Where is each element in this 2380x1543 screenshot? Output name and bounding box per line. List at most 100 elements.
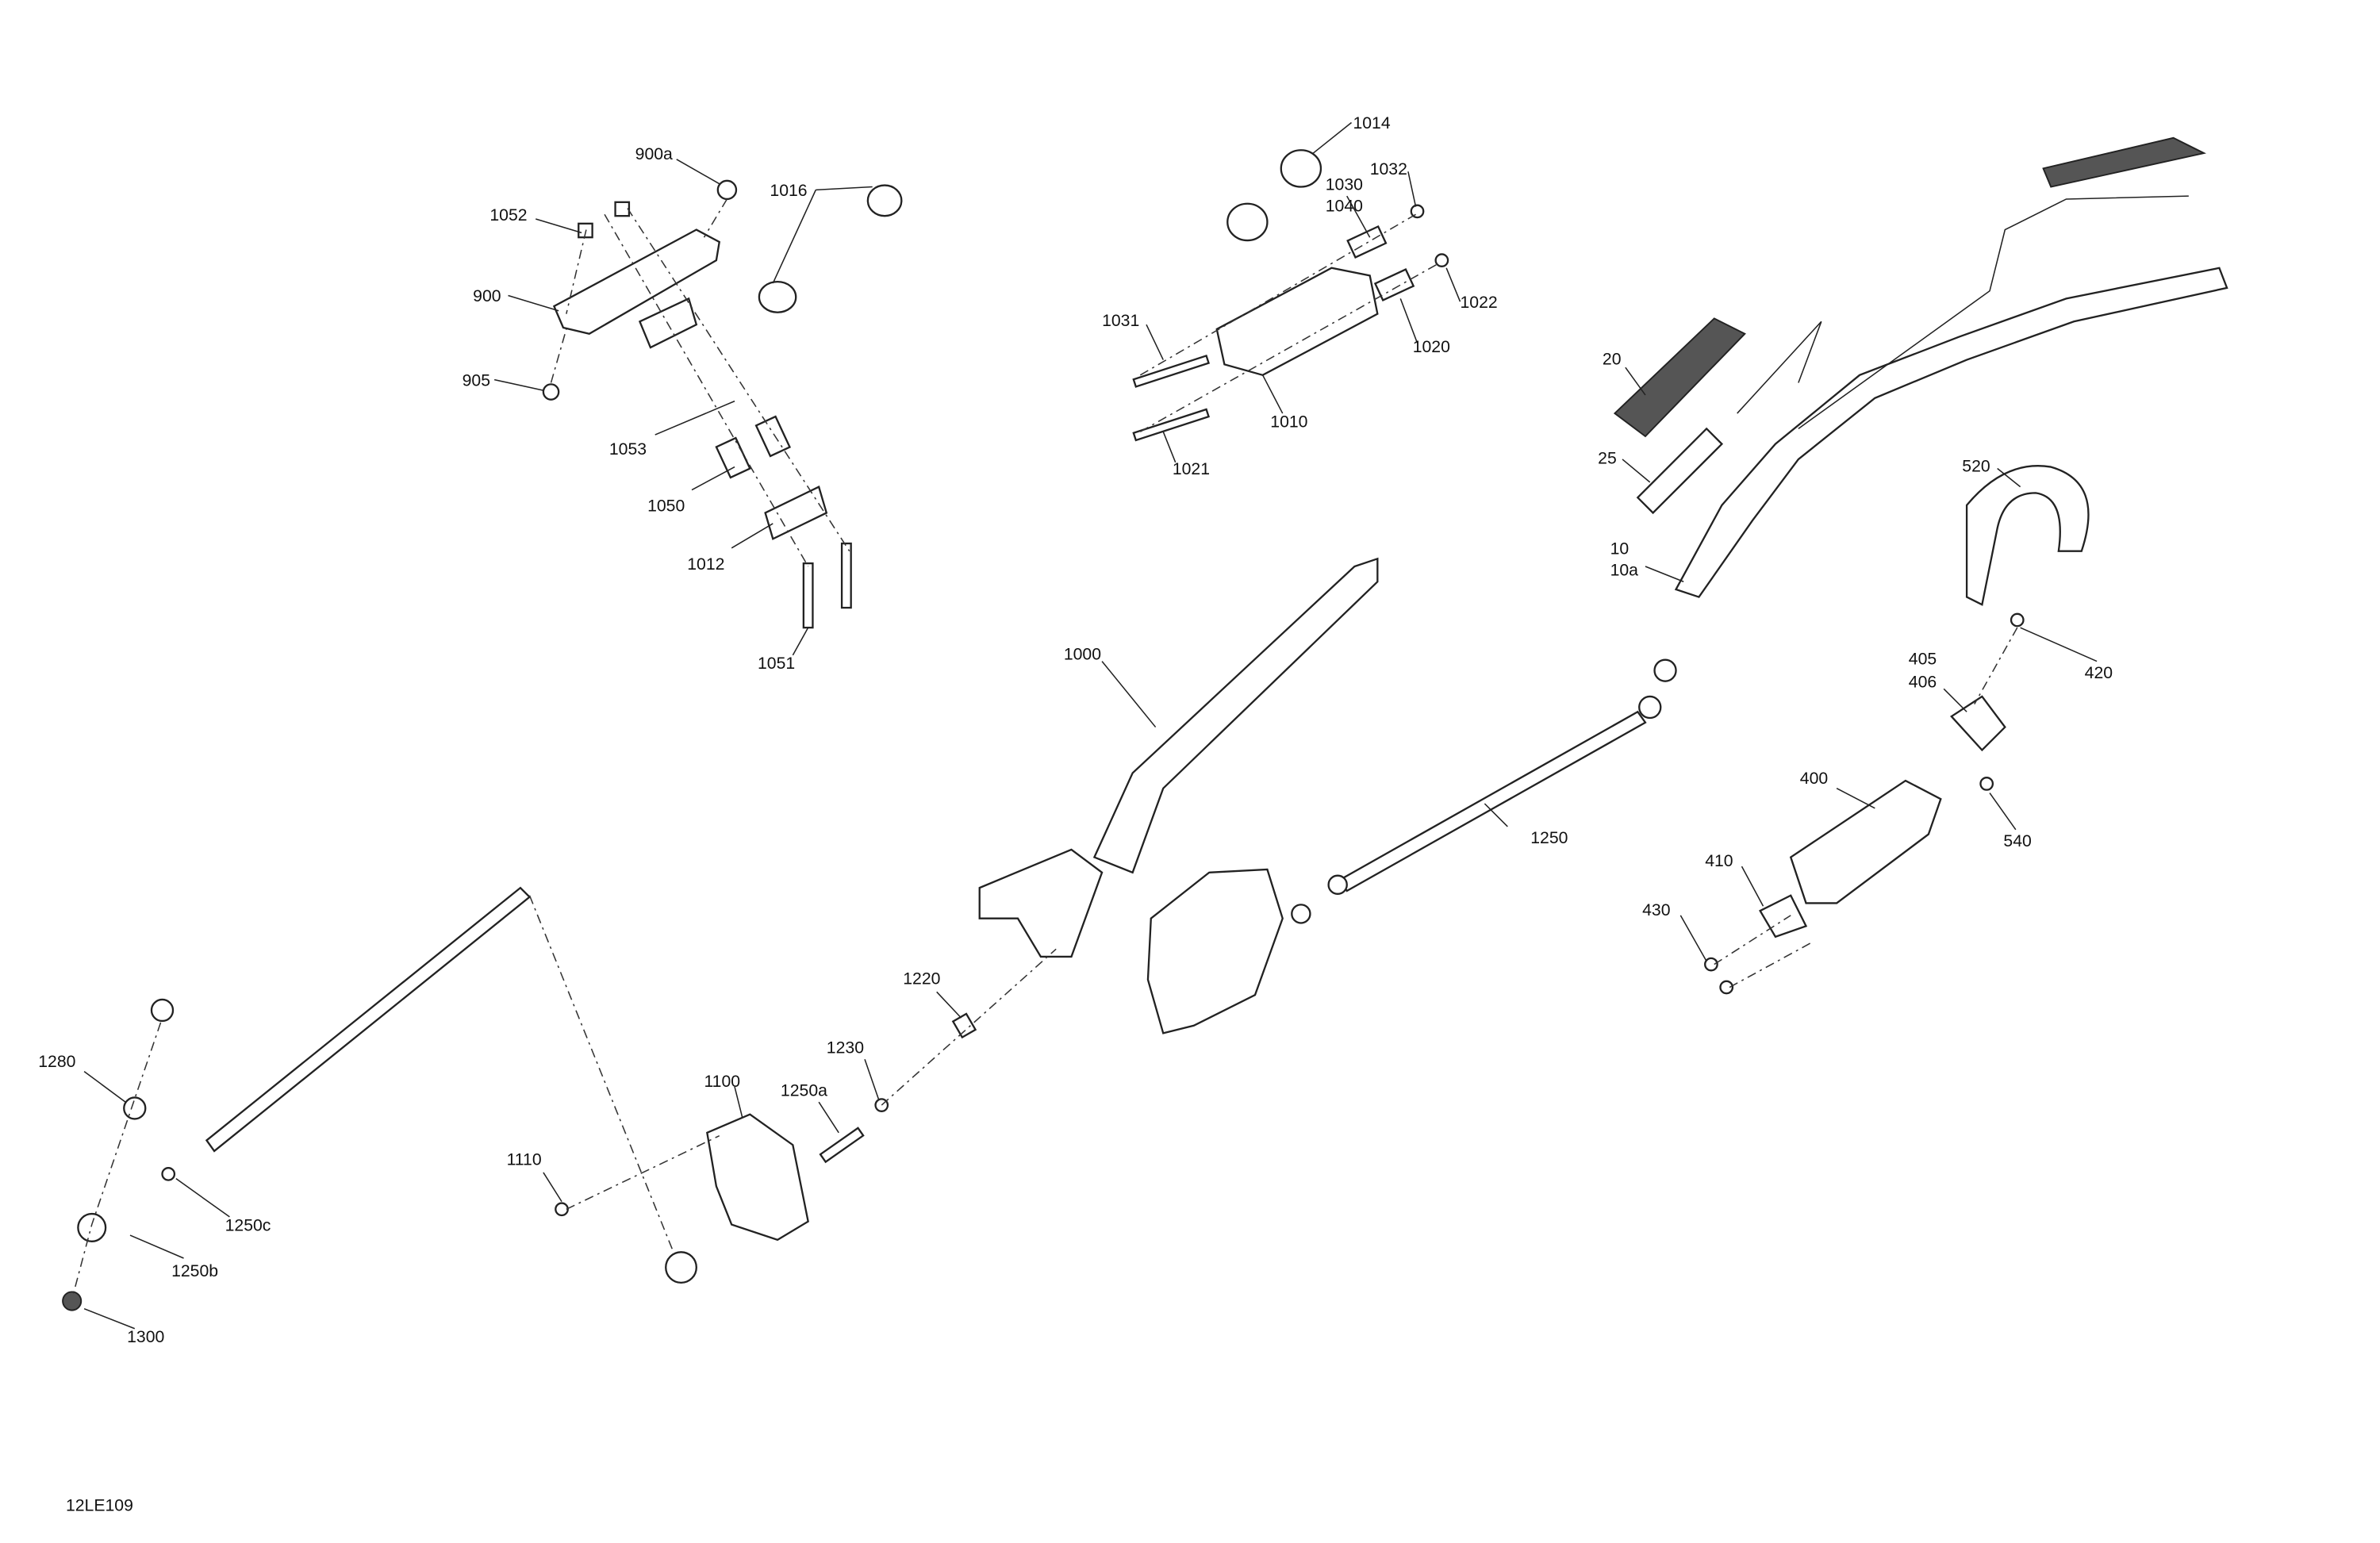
part-1016-seal-2 [866, 184, 903, 217]
assembly-line [550, 198, 850, 567]
part-washer [123, 1096, 147, 1120]
callout-400: 400 [1800, 770, 1828, 788]
part-1052-clip-2 [614, 201, 631, 217]
callout-1230: 1230 [827, 1038, 864, 1057]
handlebar-assembly [1613, 136, 2228, 606]
part-420-bolt [2010, 612, 2025, 628]
cable [1737, 195, 2189, 429]
callout-1250b: 1250b [171, 1262, 218, 1280]
part-1012-clamp-lower [764, 486, 828, 540]
part-1051-bolt-2 [840, 542, 852, 609]
part-905-nut [542, 383, 560, 401]
callout-1014: 1014 [1353, 114, 1390, 132]
part-400-bracket [1789, 779, 1942, 904]
callout-1250c: 1250c [225, 1216, 271, 1234]
callout-540: 540 [2003, 832, 2031, 850]
callout-1280: 1280 [38, 1053, 75, 1071]
bearing-assembly [1132, 149, 1449, 442]
part-1022-nut [1434, 253, 1449, 268]
callout-1051: 1051 [758, 654, 795, 673]
callout-1021: 1021 [1173, 460, 1210, 478]
callout-1030: 1030 [1326, 175, 1363, 194]
callout-1031: 1031 [1102, 312, 1139, 330]
part-520-pad [1965, 465, 2090, 606]
part-1250b-rod-end [77, 1212, 107, 1242]
mounting-bracket [1704, 612, 2025, 995]
part-1010-housing [1215, 267, 1379, 377]
part-900-bracket [552, 228, 721, 335]
part-1280-bolt [150, 998, 175, 1023]
callout-1050: 1050 [647, 497, 685, 516]
part-bushing [665, 1251, 697, 1284]
callout-420: 420 [2085, 664, 2113, 682]
callout-1300: 1300 [127, 1328, 164, 1346]
part-1000-column [1092, 557, 1379, 874]
callout-1032: 1032 [1370, 160, 1407, 178]
part-25-insert [1636, 427, 1724, 515]
part-1031-bolt [1132, 355, 1211, 388]
part-1021-bolt [1132, 408, 1211, 442]
part-seal-2 [1226, 202, 1269, 242]
callout-25: 25 [1598, 450, 1617, 468]
callout-1100: 1100 [704, 1073, 740, 1091]
part-1016-seal [758, 280, 797, 313]
part-430-bolt-2 [1719, 980, 1734, 995]
leader-lines [83, 121, 2098, 1330]
callout-410: 410 [1705, 852, 1733, 870]
callout-1220: 1220 [903, 970, 940, 988]
callout-labels: 900a 1016 1052 900 905 1053 1050 1012 10… [38, 114, 2113, 1514]
part-1300-nut [62, 1291, 83, 1311]
callout-1110: 1110 [507, 1150, 542, 1169]
callout-1022: 1022 [1461, 294, 1498, 312]
part-1110-bolt [555, 1202, 569, 1217]
callout-900: 900 [473, 287, 501, 305]
part-1014-seal [1280, 149, 1322, 188]
part-gearbox-cover [1146, 868, 1284, 1034]
callout-20: 20 [1603, 350, 1622, 368]
callout-1000: 1000 [1064, 646, 1101, 664]
callout-1250a: 1250a [781, 1082, 827, 1100]
callout-905: 905 [463, 371, 490, 390]
part-rod-end-2 [1327, 874, 1348, 895]
part-540-bolt [1979, 777, 1994, 791]
callout-1010: 1010 [1270, 413, 1307, 431]
callout-1053: 1053 [609, 440, 647, 459]
part-20-grip [1613, 317, 1746, 438]
callout-430: 430 [1642, 901, 1670, 919]
part-1250-rod [1338, 710, 1647, 892]
part-10-handlebar [1674, 267, 2228, 598]
callout-1020: 1020 [1413, 338, 1450, 356]
part-1000-yoke [978, 848, 1104, 958]
part-grip-right [2042, 136, 2207, 188]
diagram-id: 12LE109 [66, 1496, 133, 1514]
part-1100-housing [706, 1113, 809, 1242]
part-rod-end [1638, 695, 1662, 720]
part-1250c-nut [161, 1167, 176, 1181]
part-1050-bushing [715, 436, 751, 479]
part-1032-nut [1410, 204, 1425, 219]
callout-10a: 10a [1610, 562, 1639, 580]
callout-406: 406 [1909, 673, 1937, 691]
part-430-bolt [1704, 957, 1718, 972]
assembly-line [1139, 213, 1439, 432]
part-1220-spacer [951, 1012, 977, 1039]
tie-rod [1291, 658, 1677, 924]
callout-10: 10 [1610, 540, 1630, 558]
lower-linkage [62, 886, 1057, 1311]
upper-clamp-assembly [542, 179, 903, 629]
assembly-line [72, 895, 1057, 1294]
part-shaft [205, 886, 532, 1153]
callout-520: 520 [1962, 457, 1990, 475]
part-1250a-rod [819, 1127, 865, 1164]
callout-1052: 1052 [489, 206, 527, 225]
part-1020-sleeve [1373, 267, 1415, 301]
steering-column [978, 557, 1379, 958]
part-1050-bushing-2 [754, 415, 792, 458]
callout-1040: 1040 [1326, 197, 1363, 215]
callout-405: 405 [1909, 650, 1937, 668]
callout-1012: 1012 [687, 555, 724, 574]
assembly-line [1714, 627, 2018, 988]
callout-1016: 1016 [770, 182, 807, 200]
